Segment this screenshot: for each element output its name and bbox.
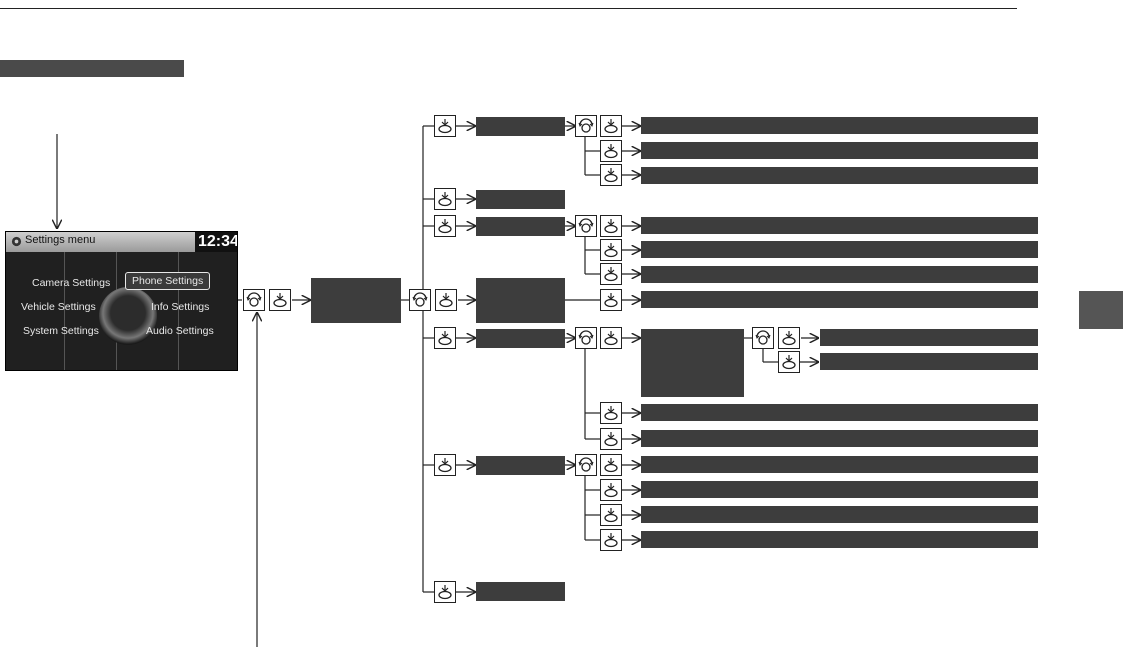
option-bar	[820, 329, 1038, 346]
menu-item-phone-settings[interactable]: Phone Settings	[125, 272, 210, 290]
menu-box-2	[476, 190, 565, 209]
menu-box-1	[476, 117, 565, 136]
menu-item-system-settings[interactable]: System Settings	[23, 325, 99, 337]
interface-dial-rotate-icon	[575, 327, 597, 349]
interface-dial-press-icon	[600, 327, 622, 349]
option-bar	[820, 353, 1038, 370]
gear-icon	[11, 236, 22, 247]
interface-dial-press-icon	[269, 289, 291, 311]
option-bar	[641, 430, 1038, 447]
interface-dial-press-icon	[434, 327, 456, 349]
interface-dial-press-icon	[600, 454, 622, 476]
submenu-box	[641, 329, 744, 397]
option-bar	[641, 506, 1038, 523]
interface-dial-press-icon	[600, 289, 622, 311]
settings-screen: Settings menu 12:34 Camera Settings Phon…	[5, 231, 238, 371]
menu-box-6	[476, 456, 565, 475]
screen-title: Settings menu	[25, 234, 95, 246]
menu-item-audio-settings[interactable]: Audio Settings	[146, 325, 214, 337]
interface-dial-press-icon	[434, 115, 456, 137]
option-bar	[641, 481, 1038, 498]
interface-dial-press-icon	[600, 529, 622, 551]
clock: 12:34	[198, 233, 238, 251]
menu-box-3	[476, 217, 565, 236]
interface-dial-press-icon	[600, 115, 622, 137]
interface-dial-press-icon	[600, 504, 622, 526]
interface-dial-press-icon	[600, 428, 622, 450]
interface-dial-press-icon	[434, 188, 456, 210]
interface-dial-press-icon	[600, 239, 622, 261]
option-bar	[641, 531, 1038, 548]
interface-dial-press-icon	[600, 263, 622, 285]
interface-dial-press-icon	[778, 327, 800, 349]
menu-box-4	[476, 278, 565, 323]
interface-dial-press-icon	[600, 140, 622, 162]
option-bar	[641, 404, 1038, 421]
interface-dial-press-icon	[778, 351, 800, 373]
option-bar	[641, 291, 1038, 308]
interface-dial-rotate-icon	[752, 327, 774, 349]
option-bar	[641, 456, 1038, 473]
menu-item-info-settings[interactable]: Info Settings	[151, 301, 209, 313]
interface-dial-rotate-icon	[575, 454, 597, 476]
interface-dial-press-icon	[434, 581, 456, 603]
interface-dial-press-icon	[435, 289, 457, 311]
interface-dial-press-icon	[434, 215, 456, 237]
interface-dial-press-icon	[434, 454, 456, 476]
menu-box-7	[476, 582, 565, 601]
interface-dial-rotate-icon	[243, 289, 265, 311]
interface-dial-press-icon	[600, 479, 622, 501]
option-bar	[641, 241, 1038, 258]
interface-dial-press-icon	[600, 402, 622, 424]
menu-item-camera-settings[interactable]: Camera Settings	[32, 277, 110, 289]
interface-dial-rotate-icon	[409, 289, 431, 311]
option-bar	[641, 117, 1038, 134]
phone-settings-box	[311, 278, 401, 323]
menu-item-vehicle-settings[interactable]: Vehicle Settings	[21, 301, 96, 313]
menu-box-5	[476, 329, 565, 348]
interface-dial-press-icon	[600, 164, 622, 186]
interface-dial-rotate-icon	[575, 115, 597, 137]
option-bar	[641, 142, 1038, 159]
interface-dial-press-icon	[600, 215, 622, 237]
option-bar	[641, 266, 1038, 283]
option-bar	[641, 167, 1038, 184]
interface-dial-rotate-icon	[575, 215, 597, 237]
option-bar	[641, 217, 1038, 234]
